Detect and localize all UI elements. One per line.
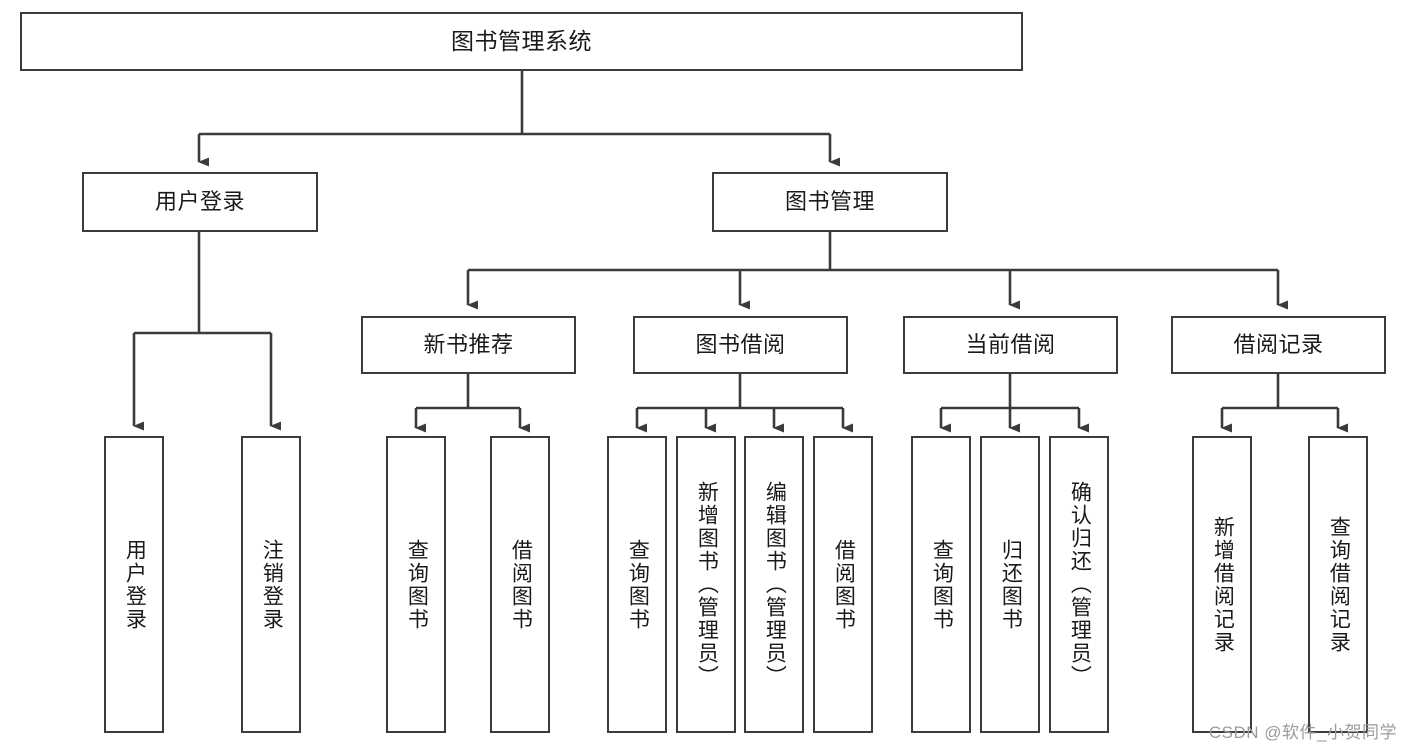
- leaf-book-borrow-lend-label: 借阅图书: [832, 538, 856, 631]
- node-book-borrow[interactable]: 图书借阅: [633, 316, 848, 374]
- node-book-management[interactable]: 图书管理: [712, 172, 948, 232]
- node-borrow-record-label: 借阅记录: [1233, 331, 1324, 357]
- node-new-book-recommend-label: 新书推荐: [423, 331, 514, 357]
- leaf-book-borrow-query[interactable]: 查询图书: [607, 436, 667, 733]
- node-root-system[interactable]: 图书管理系统: [20, 12, 1023, 71]
- leaf-user-login-signin-label: 用户登录: [123, 538, 147, 631]
- node-book-management-label: 图书管理: [784, 188, 875, 214]
- node-user-login[interactable]: 用户登录: [82, 172, 318, 232]
- leaf-borrow-record-add[interactable]: 新增借阅记录: [1192, 436, 1252, 733]
- leaf-current-borrow-query-label: 查询图书: [930, 538, 954, 631]
- leaf-current-borrow-confirm[interactable]: 确认归还（管理员）: [1049, 436, 1109, 733]
- leaf-book-borrow-add-label: 新增图书（管理员）: [695, 481, 719, 688]
- leaf-current-borrow-confirm-label: 确认归还（管理员）: [1068, 481, 1092, 688]
- leaf-book-borrow-lend[interactable]: 借阅图书: [813, 436, 873, 733]
- leaf-book-borrow-edit[interactable]: 编辑图书（管理员）: [744, 436, 804, 733]
- leaf-borrow-record-add-label: 新增借阅记录: [1211, 515, 1235, 654]
- node-user-login-label: 用户登录: [154, 188, 245, 214]
- watermark-text: CSDN @软件_小贺同学: [1208, 723, 1397, 742]
- leaf-book-borrow-query-label: 查询图书: [626, 538, 650, 631]
- leaf-current-borrow-query[interactable]: 查询图书: [911, 436, 971, 733]
- leaf-borrow-record-query-label: 查询借阅记录: [1327, 515, 1351, 654]
- node-current-borrow-label: 当前借阅: [965, 331, 1056, 357]
- leaf-user-login-signout[interactable]: 注销登录: [241, 436, 301, 733]
- node-book-borrow-label: 图书借阅: [695, 331, 786, 357]
- leaf-current-borrow-return-label: 归还图书: [999, 538, 1023, 631]
- leaf-user-login-signin[interactable]: 用户登录: [104, 436, 164, 733]
- leaf-user-login-signout-label: 注销登录: [260, 538, 284, 631]
- leaf-current-borrow-return[interactable]: 归还图书: [980, 436, 1040, 733]
- node-borrow-record[interactable]: 借阅记录: [1171, 316, 1386, 374]
- leaf-new-book-borrow[interactable]: 借阅图书: [490, 436, 550, 733]
- leaf-new-book-borrow-label: 借阅图书: [509, 538, 533, 631]
- leaf-book-borrow-add[interactable]: 新增图书（管理员）: [676, 436, 736, 733]
- node-new-book-recommend[interactable]: 新书推荐: [361, 316, 576, 374]
- leaf-new-book-query-label: 查询图书: [405, 538, 429, 631]
- leaf-book-borrow-edit-label: 编辑图书（管理员）: [763, 481, 787, 688]
- node-current-borrow[interactable]: 当前借阅: [903, 316, 1118, 374]
- leaf-borrow-record-query[interactable]: 查询借阅记录: [1308, 436, 1368, 733]
- leaf-new-book-query[interactable]: 查询图书: [386, 436, 446, 733]
- node-root-label: 图书管理系统: [451, 27, 592, 54]
